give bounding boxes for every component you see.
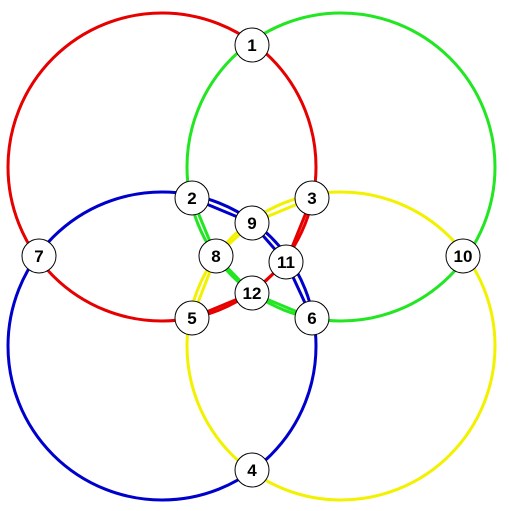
circle-layer <box>6 11 497 502</box>
node-circle <box>268 244 304 280</box>
node-label: 11 <box>277 253 295 272</box>
node-label: 5 <box>187 309 196 328</box>
node-circle <box>445 238 481 274</box>
node-circle <box>294 180 330 216</box>
node-12: 12 <box>234 275 270 311</box>
node-circle <box>198 238 234 274</box>
node-label: 2 <box>187 189 196 208</box>
node-7: 7 <box>21 238 57 274</box>
node-circle <box>234 27 270 63</box>
node-label: 6 <box>307 309 316 328</box>
node-3: 3 <box>294 180 330 216</box>
node-circle <box>174 300 210 336</box>
green-circle <box>185 11 497 323</box>
node-label: 4 <box>247 461 257 480</box>
node-label: 12 <box>243 284 262 303</box>
node-circle <box>234 275 270 311</box>
red-circle <box>6 11 318 323</box>
node-circle <box>234 205 270 241</box>
blue-circle <box>6 190 318 502</box>
node-circle <box>294 300 330 336</box>
node-8: 8 <box>198 238 234 274</box>
node-label: 1 <box>247 36 256 55</box>
node-10: 10 <box>445 238 481 274</box>
node-1: 1 <box>234 27 270 63</box>
yellow-circle <box>185 190 497 502</box>
node-11: 11 <box>268 244 304 280</box>
node-circle <box>174 180 210 216</box>
node-5: 5 <box>174 300 210 336</box>
node-4: 4 <box>234 452 270 488</box>
node-circle <box>21 238 57 274</box>
node-label: 8 <box>211 247 220 266</box>
node-label: 9 <box>247 214 256 233</box>
node-6: 6 <box>294 300 330 336</box>
node-9: 9 <box>234 205 270 241</box>
node-label: 3 <box>307 189 316 208</box>
node-label: 7 <box>34 247 43 266</box>
node-2: 2 <box>174 180 210 216</box>
node-circle <box>234 452 270 488</box>
node-label: 10 <box>454 247 473 266</box>
